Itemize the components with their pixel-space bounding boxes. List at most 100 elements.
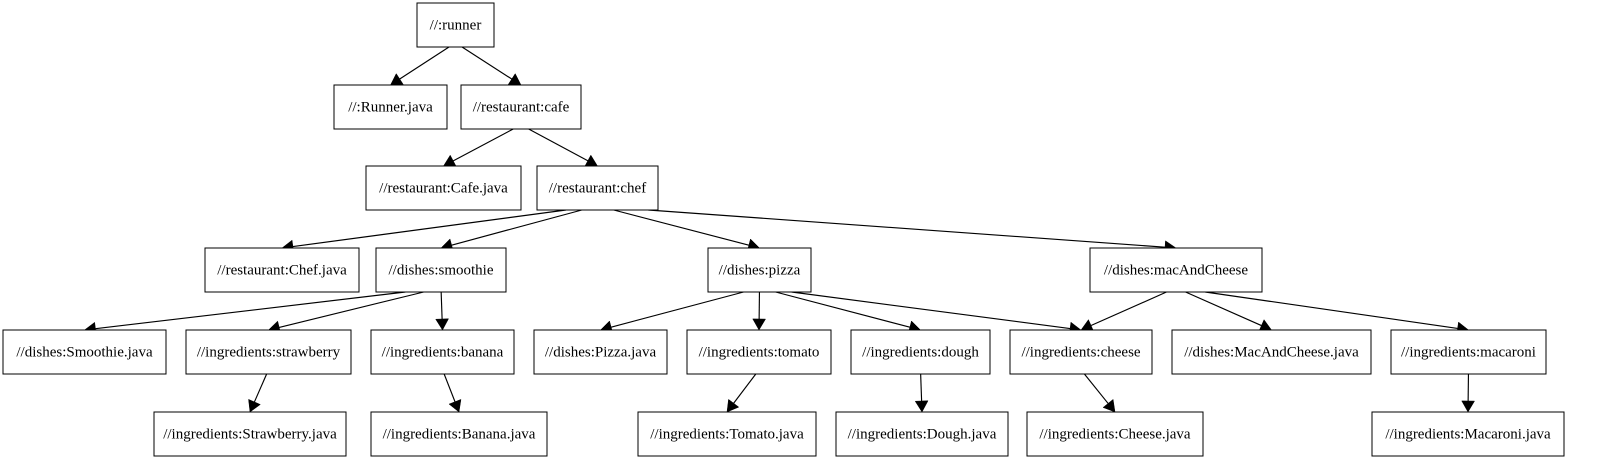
graph-edge — [775, 291, 911, 328]
graph-node[interactable]: //:Runner.java — [333, 84, 448, 130]
graph-edge — [440, 291, 443, 320]
graph-node-box[interactable] — [1026, 411, 1204, 457]
graph-node-label: //ingredients:Cheese.java — [1039, 426, 1191, 442]
graph-edge — [292, 209, 567, 248]
graph-edge — [1090, 291, 1167, 327]
graph-node-box[interactable] — [637, 411, 817, 457]
graph-node-label: //dishes:Pizza.java — [545, 344, 657, 360]
graph-edge-arrowhead — [248, 398, 261, 413]
graph-node-box[interactable] — [835, 411, 1009, 457]
graph-node-label: //ingredients:cheese — [1021, 344, 1140, 360]
graph-node-box[interactable] — [460, 84, 582, 130]
graph-node[interactable]: //restaurant:cafe — [460, 84, 582, 130]
graph-edge — [528, 128, 589, 162]
graph-edge-arrowhead — [507, 73, 522, 86]
graph-node-label: //dishes:Smoothie.java — [16, 344, 153, 360]
graph-node[interactable]: //ingredients:strawberry — [185, 329, 352, 375]
graph-edge — [610, 291, 744, 328]
graph-node[interactable]: //restaurant:Chef.java — [204, 247, 360, 293]
graph-node-box[interactable] — [204, 247, 360, 293]
graph-node[interactable]: //ingredients:cheese — [1009, 329, 1153, 375]
graph-edge — [920, 373, 923, 402]
graph-node[interactable]: //:runner — [416, 2, 495, 48]
graph-node-box[interactable] — [1171, 329, 1372, 375]
graph-node-label: //ingredients:strawberry — [197, 344, 341, 360]
graph-node-box[interactable] — [370, 411, 548, 457]
graph-node-box[interactable] — [365, 165, 522, 211]
graph-node-box[interactable] — [686, 329, 832, 375]
graph-node-label: //dishes:smoothie — [389, 262, 494, 278]
graph-node-box[interactable] — [1390, 329, 1547, 375]
graph-node-label: //dishes:MacAndCheese.java — [1184, 344, 1359, 360]
graph-edge — [279, 291, 424, 328]
graph-node-box[interactable] — [375, 247, 507, 293]
graph-node-box[interactable] — [536, 165, 659, 211]
graph-edge-arrowhead — [726, 398, 740, 413]
graph-edge-arrowhead — [752, 318, 766, 331]
graph-node[interactable]: //ingredients:macaroni — [1390, 329, 1547, 375]
graph-edge — [399, 46, 450, 80]
graph-node-box[interactable] — [707, 247, 812, 293]
graph-node[interactable]: //dishes:smoothie — [375, 247, 507, 293]
graph-node-box[interactable] — [1009, 329, 1153, 375]
graph-node[interactable]: //dishes:macAndCheese — [1089, 247, 1263, 293]
graph-node[interactable]: //dishes:MacAndCheese.java — [1171, 329, 1372, 375]
graph-node[interactable]: //ingredients:dough — [850, 329, 991, 375]
graph-node-box[interactable] — [850, 329, 991, 375]
graph-edge-arrowhead — [448, 399, 462, 413]
graph-node-box[interactable] — [333, 84, 448, 130]
graph-node[interactable]: //ingredients:tomato — [686, 329, 832, 375]
graph-node-label: //ingredients:macaroni — [1401, 344, 1536, 360]
graph-node-label: //dishes:pizza — [719, 262, 801, 278]
graph-edge — [253, 373, 268, 403]
graph-node-label: //ingredients:banana — [382, 344, 504, 360]
graph-node[interactable]: //dishes:pizza — [707, 247, 812, 293]
graph-node-label: //ingredients:Strawberry.java — [163, 426, 337, 442]
graph-node-box[interactable] — [1371, 411, 1565, 457]
graph-node-label: //ingredients:Dough.java — [848, 426, 997, 442]
graph-node[interactable]: //dishes:Smoothie.java — [2, 329, 167, 375]
graph-node-box[interactable] — [2, 329, 167, 375]
graph-node-box[interactable] — [533, 329, 668, 375]
graph-edge — [613, 209, 750, 246]
graph-edge — [1185, 291, 1262, 327]
graph-node[interactable]: //ingredients:Macaroni.java — [1371, 411, 1565, 457]
graph-node-box[interactable] — [416, 2, 495, 48]
graph-node-label: //ingredients:Macaroni.java — [1385, 426, 1551, 442]
graph-edge-arrowhead — [914, 400, 929, 413]
graph-node-label: //:Runner.java — [348, 99, 433, 115]
graph-node-label: //ingredients:tomato — [699, 344, 820, 360]
graph-node-label: //ingredients:dough — [862, 344, 979, 360]
graph-node[interactable]: //ingredients:Tomato.java — [637, 411, 817, 457]
graph-node[interactable]: //ingredients:Banana.java — [370, 411, 548, 457]
graph-node-label: //ingredients:Banana.java — [383, 426, 536, 442]
graph-node[interactable]: //restaurant:chef — [536, 165, 659, 211]
graph-node[interactable]: //ingredients:Strawberry.java — [153, 411, 347, 457]
graph-edge — [648, 209, 1166, 248]
graph-edge-arrowhead — [390, 73, 404, 86]
graph-edge — [95, 291, 406, 330]
graph-edge — [451, 209, 582, 246]
graph-node[interactable]: //dishes:Pizza.java — [533, 329, 668, 375]
graph-nodes-layer: //:runner //:Runner.java //restaurant:cafe… — [2, 2, 1565, 457]
graph-node-box[interactable] — [153, 411, 347, 457]
graph-node[interactable]: //restaurant:Cafe.java — [365, 165, 522, 211]
graph-node[interactable]: //ingredients:Cheese.java — [1026, 411, 1204, 457]
graph-edge — [791, 291, 1071, 330]
graph-edge-arrowhead — [435, 318, 449, 331]
graph-node-box[interactable] — [1089, 247, 1263, 293]
graph-node[interactable]: //ingredients:banana — [370, 329, 515, 375]
graph-edge-arrowhead — [1461, 400, 1475, 413]
graph-node-label: //dishes:macAndCheese — [1104, 262, 1248, 278]
graph-node-label: //ingredients:Tomato.java — [650, 426, 804, 442]
graph-node[interactable]: //ingredients:Dough.java — [835, 411, 1009, 457]
graph-edge — [461, 46, 513, 80]
graph-edge — [1205, 291, 1458, 329]
graph-node-label: //restaurant:chef — [549, 180, 646, 196]
graph-node-label: //:runner — [430, 17, 482, 33]
graph-node-box[interactable] — [185, 329, 352, 375]
graph-node-box[interactable] — [370, 329, 515, 375]
graph-node-label: //restaurant:cafe — [473, 99, 570, 115]
